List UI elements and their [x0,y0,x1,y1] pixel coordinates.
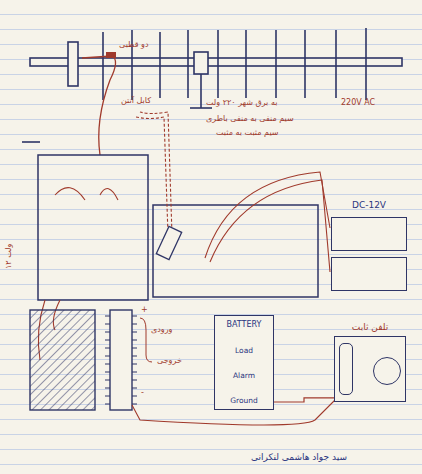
node-text: DC-12V [331,200,407,211]
note-label: سیم منفی به منفی باطری [205,114,295,124]
signature-caption: سید جواد هاشمی لنکرانی [250,452,348,463]
node-text: BATTERY [227,320,262,330]
supply-box [331,217,407,251]
note-label: خروجی [156,356,183,366]
note-label: دو قطبی [118,40,149,50]
note-label: 220V AC [340,98,376,108]
node-text: Load [235,346,253,355]
note-label: کابل آنتن [120,96,152,106]
battery-panel: BATTERY LoadAlarmGround [214,315,274,410]
phone-body [334,336,406,402]
telephone: تلفن ثابت [334,322,406,402]
note-label: ۱۲ ولت [4,243,14,270]
phone-handset [339,343,353,395]
node-text: Ground [230,396,258,405]
supply-box [331,257,407,291]
note-label: سیم مثبت به مثبت [215,128,280,138]
note-label: ورودی [150,325,173,335]
note-label: - [140,388,145,398]
wire-connector [274,398,334,402]
node-text: Alarm [233,371,255,380]
note-label: به برق شهر ۲۲۰ ولت [205,98,278,108]
node-text: تلفن ثابت [334,322,406,333]
note-label: + [140,305,149,315]
dc-supply: DC-12V [331,200,407,291]
phone-dial [373,357,401,385]
